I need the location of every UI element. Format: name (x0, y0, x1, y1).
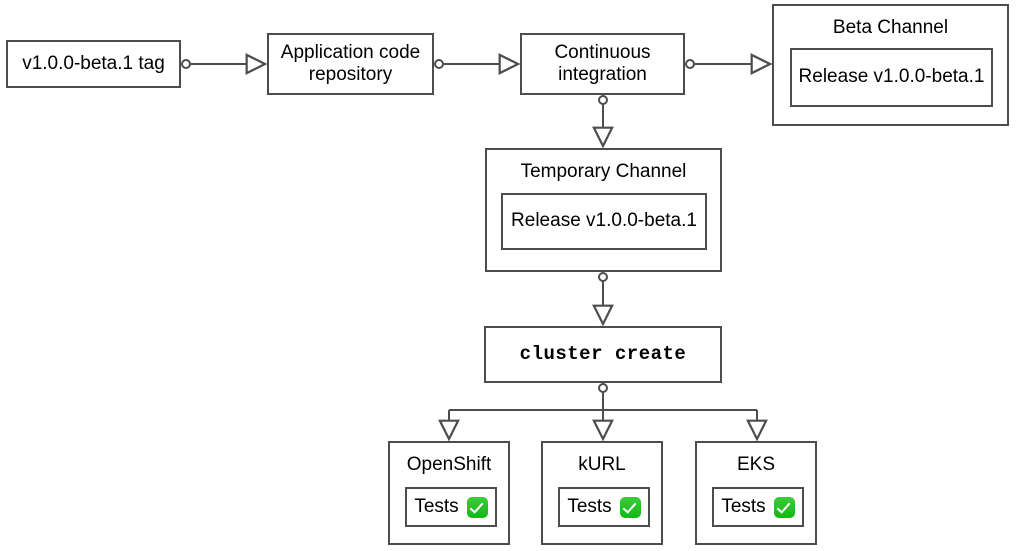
edge-source-dot (598, 383, 608, 393)
node-platform-kurl-title: kURL (578, 454, 626, 475)
tests-row: Tests (567, 495, 641, 518)
tests-row: Tests (721, 495, 795, 518)
edge-source-dot (434, 59, 444, 69)
node-continuous-integration[interactable]: Continuous integration (520, 33, 685, 95)
node-cluster-create-label: cluster create (519, 343, 687, 366)
node-platform-kurl[interactable]: kURL Tests (541, 441, 663, 545)
node-beta-channel-title: Beta Channel (832, 17, 949, 38)
node-platform-eks-tests-label: Tests (721, 495, 766, 517)
node-application-code-repository-label: Application code repository (280, 41, 421, 85)
check-mark-button-icon (773, 496, 795, 518)
node-continuous-integration-label: Continuous integration (554, 41, 651, 85)
node-platform-openshift-title: OpenShift (406, 454, 492, 475)
node-beta-channel-release-label: Release v1.0.0-beta.1 (798, 66, 985, 88)
edge-source-dot (181, 59, 191, 69)
edge-cluster-create-bus (448, 392, 757, 439)
node-platform-eks-tests[interactable]: Tests (712, 487, 804, 527)
node-platform-openshift-tests-label: Tests (414, 495, 459, 517)
check-mark-button-icon (466, 496, 488, 518)
node-platform-kurl-tests[interactable]: Tests (558, 487, 650, 527)
node-platform-openshift-tests[interactable]: Tests (405, 487, 497, 527)
edge-source-dot (685, 59, 695, 69)
node-platform-kurl-tests-label: Tests (567, 495, 612, 517)
node-platform-eks[interactable]: EKS Tests (695, 441, 817, 545)
check-mark-button-icon (619, 496, 641, 518)
edge-source-dot (598, 272, 608, 282)
node-platform-openshift[interactable]: OpenShift Tests (388, 441, 510, 545)
node-beta-channel-release[interactable]: Release v1.0.0-beta.1 (790, 48, 993, 107)
node-cluster-create[interactable]: cluster create (484, 326, 722, 383)
node-version-tag-label: v1.0.0-beta.1 tag (22, 52, 165, 74)
node-temporary-channel-release-label: Release v1.0.0-beta.1 (511, 210, 697, 232)
node-application-code-repository[interactable]: Application code repository (267, 33, 434, 95)
edge-source-dot (598, 95, 608, 105)
node-temporary-channel[interactable]: Temporary Channel Release v1.0.0-beta.1 (485, 148, 722, 272)
node-temporary-channel-title: Temporary Channel (520, 161, 687, 182)
node-platform-eks-title: EKS (736, 454, 776, 475)
node-beta-channel[interactable]: Beta Channel Release v1.0.0-beta.1 (772, 4, 1009, 126)
node-temporary-channel-release[interactable]: Release v1.0.0-beta.1 (501, 193, 707, 250)
tests-row: Tests (414, 495, 488, 518)
node-version-tag[interactable]: v1.0.0-beta.1 tag (6, 40, 181, 88)
